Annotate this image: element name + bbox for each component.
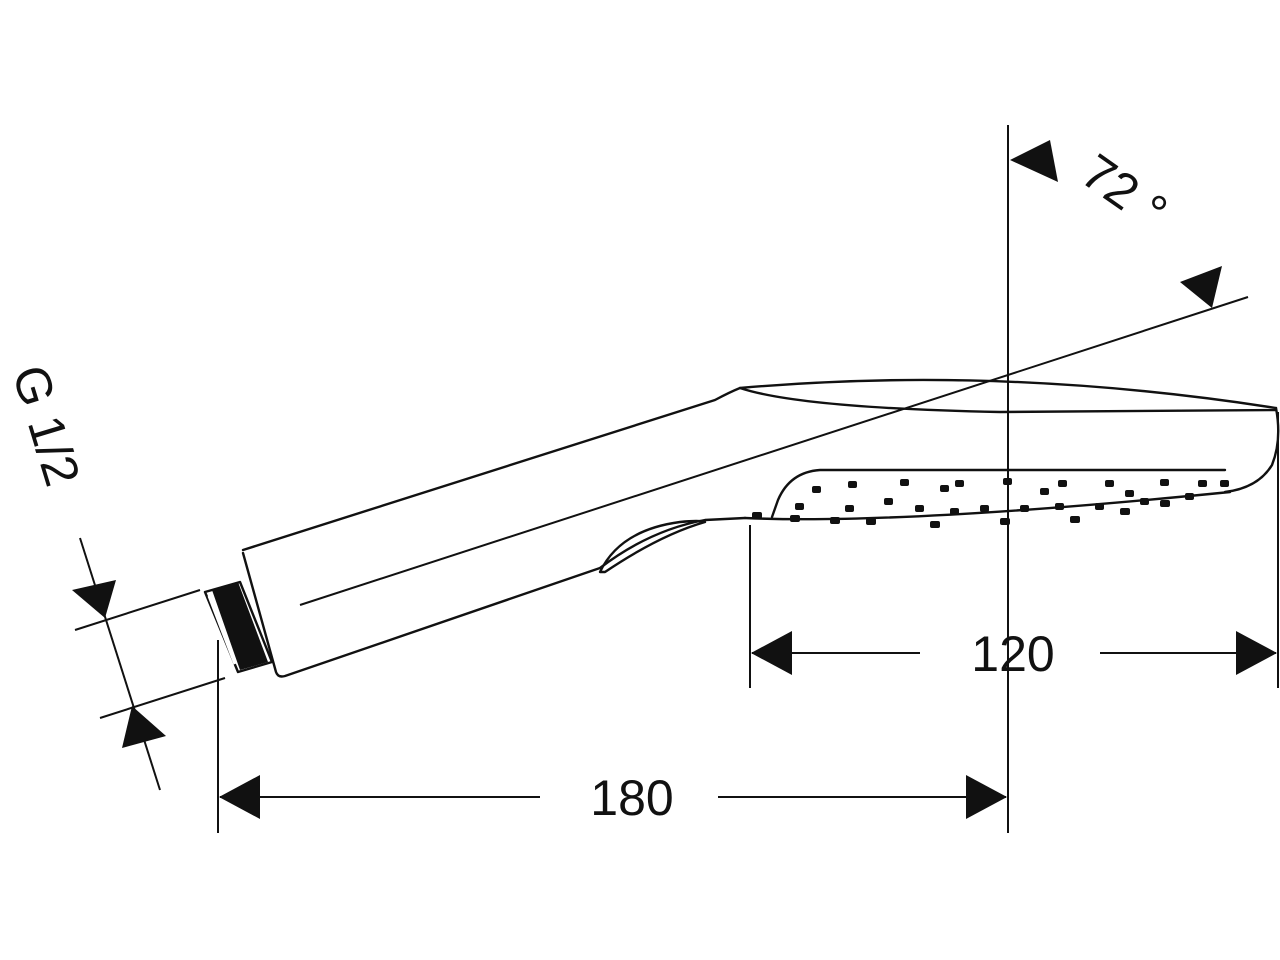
- head-width-dimension: 120: [749, 412, 1279, 688]
- thread-connector: [203, 580, 274, 674]
- handle-bottom-outline: [241, 516, 747, 678]
- handle-top-outline: [241, 378, 1278, 552]
- angle-dimension: 72 °: [1010, 140, 1222, 308]
- shower-head: [203, 378, 1280, 678]
- thread-dimension: G 1/2: [1, 359, 226, 791]
- head-width-label: 120: [971, 626, 1054, 682]
- spray-nozzles: [752, 478, 1229, 528]
- overall-length-label: 180: [590, 770, 673, 826]
- handle-axis-line: [299, 296, 1249, 606]
- overall-length-dimension: 180: [217, 640, 1007, 833]
- thread-size-label: G 1/2: [1, 359, 90, 492]
- head-rim: [738, 386, 1278, 414]
- spray-face-top: [770, 468, 1227, 519]
- head-right-edge: [1223, 406, 1280, 494]
- spray-switch: [598, 519, 707, 574]
- angle-label: 72 °: [1072, 143, 1177, 240]
